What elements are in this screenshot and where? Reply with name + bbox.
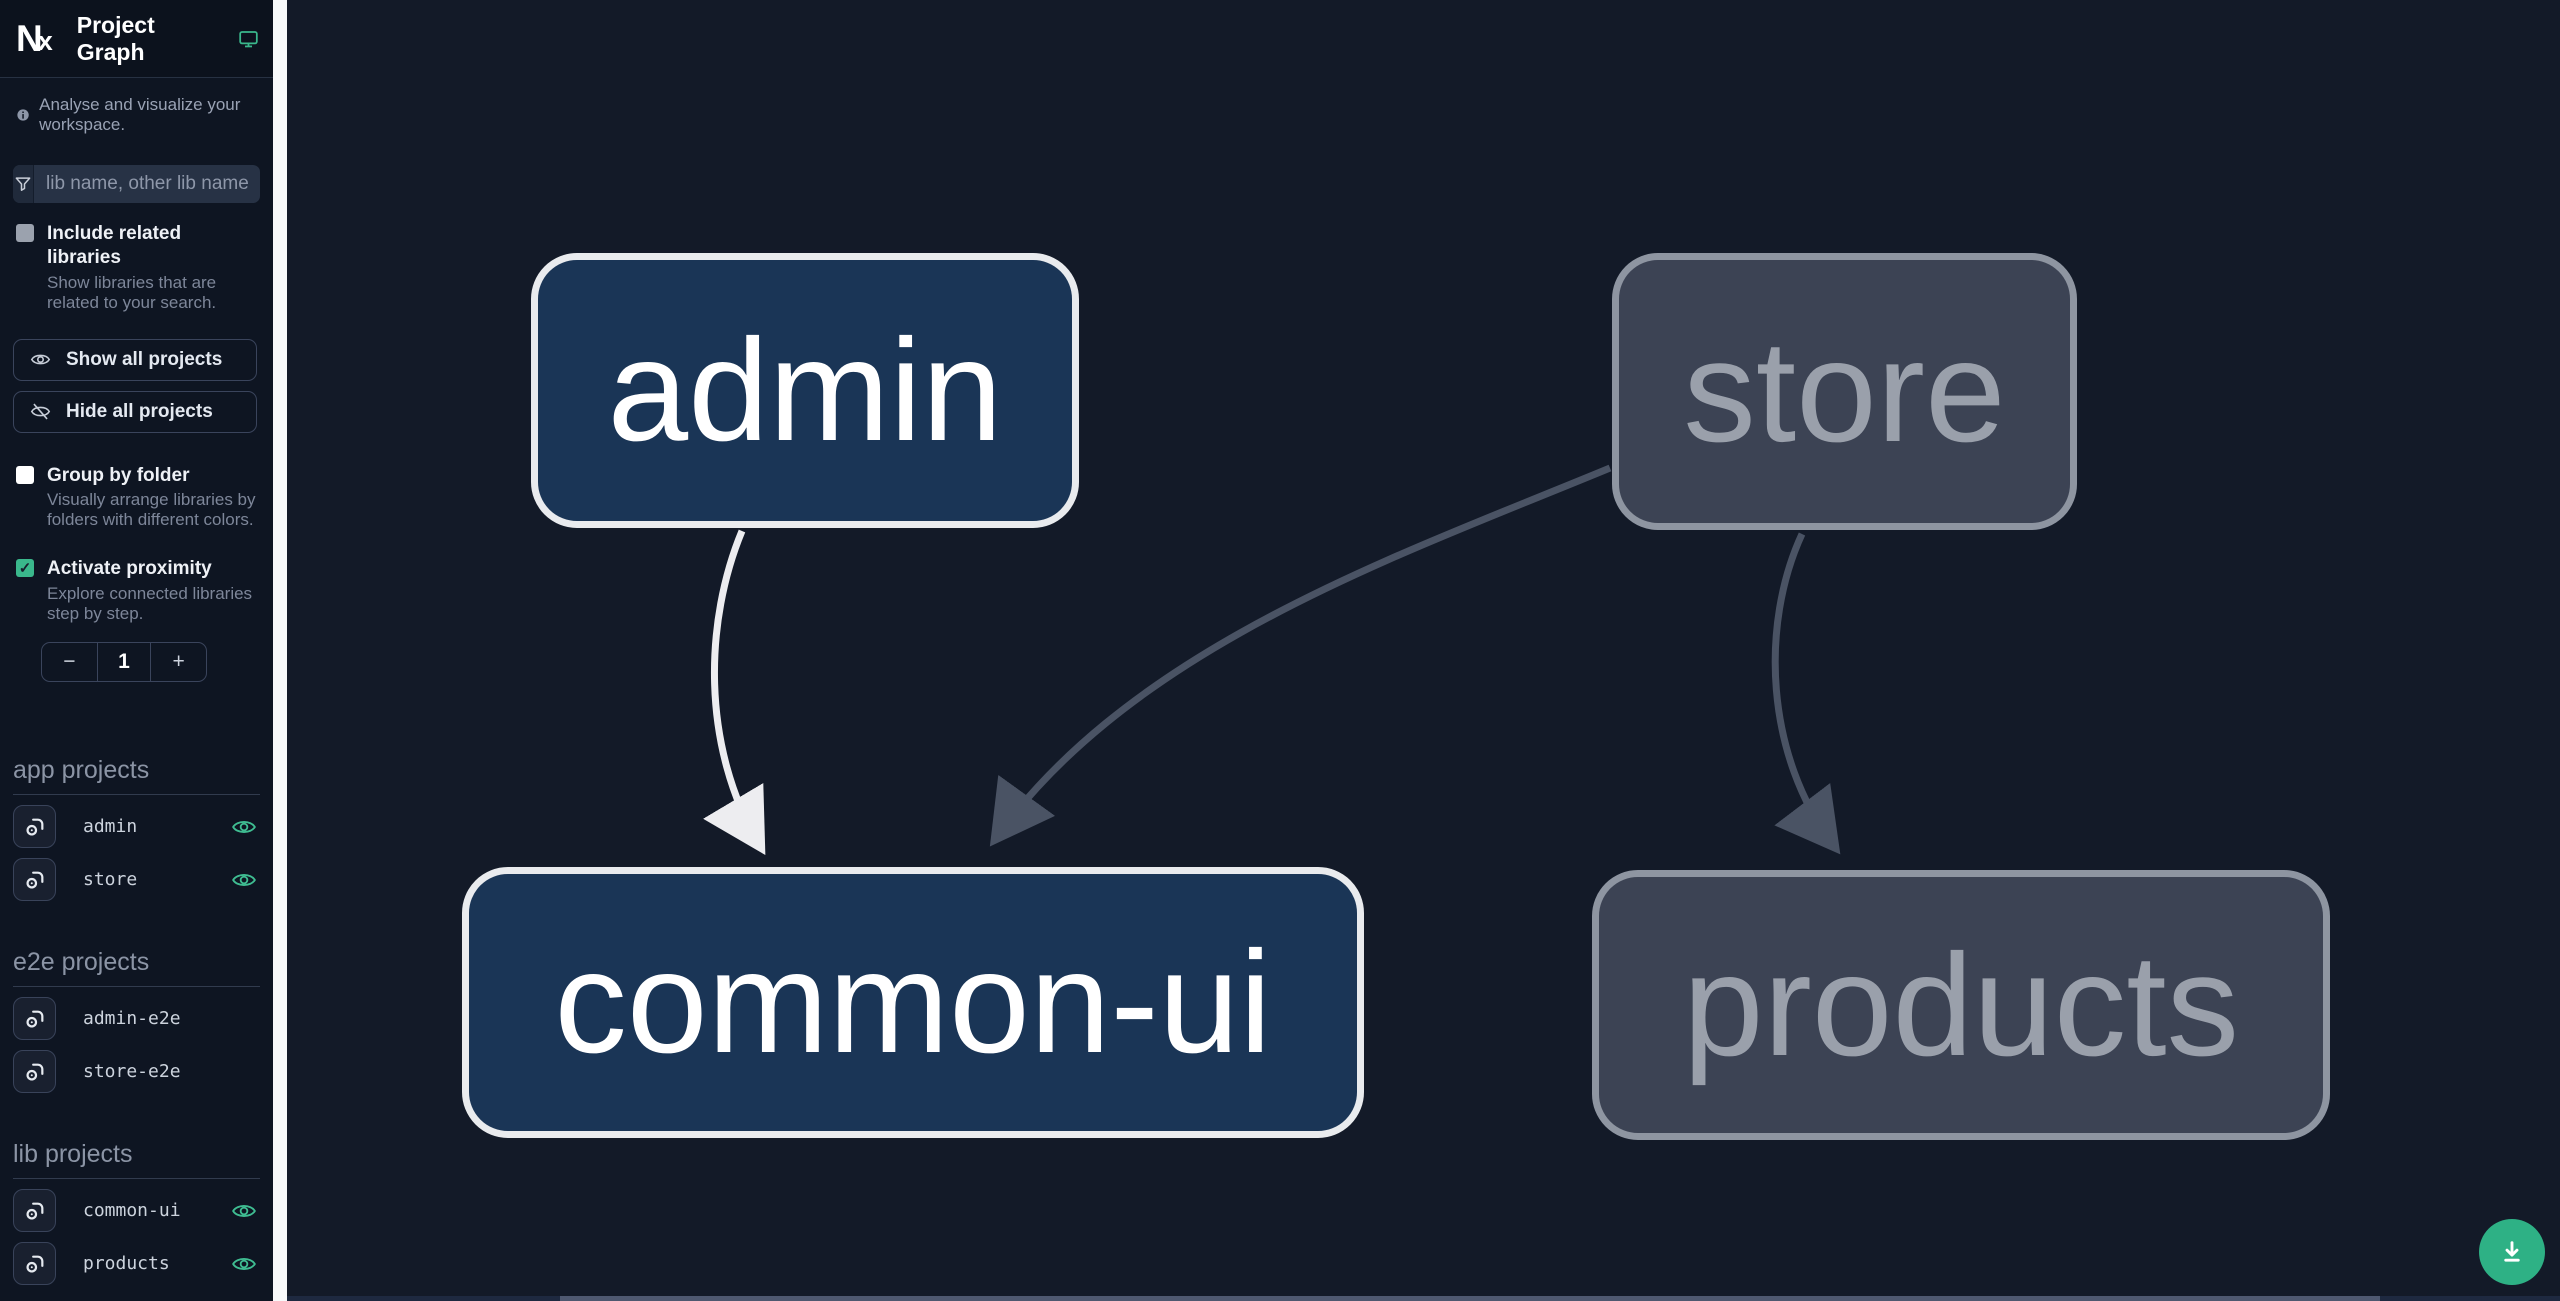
filter-icon [13,165,34,203]
proximity-decrement-button[interactable]: − [63,650,76,674]
graph-node-products[interactable]: products [1592,870,2330,1140]
activate-proximity-description: Explore connected libraries step by step… [47,584,253,624]
sidebar-scrollbar[interactable] [273,0,287,1301]
graph-node-common-ui[interactable]: common-ui [462,867,1364,1138]
project-name: admin [83,816,138,838]
edge-store-products [1771,532,1841,855]
project-row-store-e2e: store-e2e [13,1050,260,1094]
toggle-visibility-eye-icon[interactable] [231,814,257,840]
proximity-value: 1 [96,643,152,682]
include-related-description: Show libraries that are related to your … [47,272,217,312]
activate-proximity-row: ✓ Activate proximity Explore connected l… [0,557,273,624]
nx-logo-x: x [37,26,53,57]
search-bar [13,165,260,203]
tagline-text: Analyse and visualize your workspace. [39,95,241,134]
search-input[interactable] [34,165,260,203]
show-all-projects-button[interactable]: Show all projects [13,338,257,381]
group-by-folder-description: Visually arrange libraries by folders wi… [47,490,256,530]
project-row-products: products [13,1242,260,1286]
include-related-checkbox[interactable] [16,224,34,242]
node-label: store [1683,310,2006,472]
section-lib-projects: lib projects common-ui [13,1140,260,1286]
graph-node-admin[interactable]: admin [531,253,1079,528]
focus-project-button[interactable] [13,1189,56,1233]
node-label: products [1682,923,2240,1086]
section-title: lib projects [13,1140,260,1180]
download-graph-button[interactable] [2479,1219,2545,1285]
focus-icon [25,1063,43,1081]
node-label: common-ui [554,921,1272,1083]
project-row-common-ui: common-ui [13,1189,260,1233]
focus-project-button[interactable] [13,997,56,1041]
nx-logo-n: N [16,17,43,59]
project-row-admin: admin [13,805,260,849]
focus-project-button[interactable] [13,1242,56,1286]
section-title: e2e projects [13,948,260,988]
project-name: products [83,1253,170,1275]
section-e2e-projects: e2e projects admin-e2e [13,948,260,1094]
toggle-visibility-eye-icon[interactable] [231,1198,257,1224]
horizontal-scrollbar[interactable] [0,1296,2560,1301]
activate-proximity-label: Activate proximity [47,558,212,580]
project-name: store-e2e [83,1061,181,1083]
include-related-label: Include related libraries [47,223,182,268]
graph-node-store[interactable]: store [1612,253,2077,530]
section-app-projects: app projects admin [13,756,260,902]
section-title: app projects [13,756,260,796]
project-name: common-ui [83,1200,181,1222]
project-name: admin-e2e [83,1008,181,1030]
group-by-folder-checkbox[interactable] [16,465,34,484]
toggle-visibility-eye-icon[interactable] [231,1251,257,1277]
activate-proximity-checkbox[interactable]: ✓ [16,559,34,578]
focus-icon [25,871,43,889]
download-icon [2504,1241,2520,1262]
project-name: store [83,869,138,891]
focus-icon [25,1010,43,1028]
node-label: admin [607,309,1003,471]
eye-icon [30,354,51,365]
tagline-row: Analyse and visualize your workspace. [0,78,273,135]
horizontal-scrollbar-thumb[interactable] [560,1296,2380,1301]
focus-icon [25,1202,43,1220]
monitor-icon[interactable] [238,28,259,50]
app-title: Project Graph [76,11,155,65]
focus-project-button[interactable] [13,858,56,902]
group-by-folder-row: Group by folder Visually arrange librari… [0,464,273,531]
edge-store-common-ui [989,464,1612,847]
focus-icon [25,818,43,836]
eye-off-icon [30,403,51,420]
group-by-folder-label: Group by folder [47,464,190,486]
proximity-stepper: − 1 + [41,642,207,683]
info-icon [17,109,29,121]
focus-icon [25,1255,43,1273]
show-all-projects-label: Show all projects [66,348,223,370]
proximity-increment-button[interactable]: + [172,650,185,674]
hide-all-projects-button[interactable]: Hide all projects [13,390,257,433]
include-related-row: Include related libraries Show libraries… [0,222,273,313]
toggle-visibility-eye-icon[interactable] [231,867,257,893]
edge-admin-common-ui [703,529,766,856]
project-row-admin-e2e: admin-e2e [13,997,260,1041]
project-row-store: store [13,858,260,902]
focus-project-button[interactable] [13,805,56,849]
focus-project-button[interactable] [13,1050,56,1094]
hide-all-projects-label: Hide all projects [66,400,213,422]
